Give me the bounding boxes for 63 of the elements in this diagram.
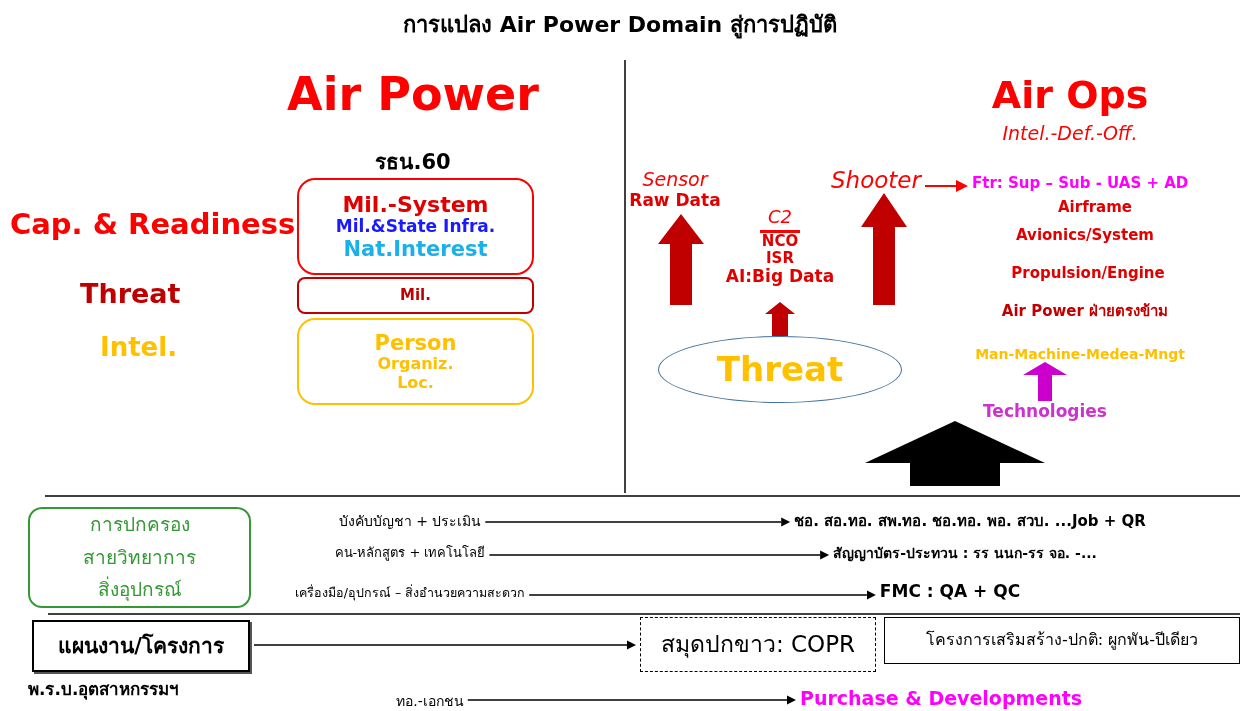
text-label: Airframe	[1058, 199, 1132, 217]
rounded-box	[28, 507, 251, 608]
document-box	[32, 620, 250, 672]
node-text: Sensor	[642, 169, 708, 192]
arrow	[924, 180, 968, 192]
box-text: แผนงาน/โครงการ	[58, 633, 224, 659]
text-label: Air Power ฝ่ายตรงข้าม	[1001, 303, 1169, 321]
box-text: Mil.&State Infra.	[335, 217, 496, 237]
box-text: Organiz.	[377, 355, 454, 374]
box-text: โครงการเสริมสร้าง-ปกติ: ผูกพัน-ปีเดียว	[926, 631, 1198, 650]
document-box	[884, 617, 1240, 664]
text-label: Intel.	[100, 333, 178, 363]
block-arrow	[865, 421, 1045, 486]
text-label: รธน.60	[375, 150, 451, 175]
arrow	[253, 640, 636, 650]
row-text: FMC : QA + QC	[879, 581, 1021, 601]
row-text: ชอ. สอ.ทอ. สพ.ทอ. ชอ.ทอ. พอ. สวบ. ...Job + QR	[794, 509, 1146, 533]
arrow	[488, 550, 830, 560]
box-text: Mil.-System	[342, 192, 489, 218]
text-label: Cap. & Readiness	[10, 208, 296, 242]
arrow-caption: Ftr: Sup – Sub - UAS + AD	[972, 174, 1189, 192]
row-text: บังคับบัญชา + ประเมิน	[338, 510, 482, 532]
box-text: Loc.	[397, 373, 434, 392]
block-arrow	[861, 193, 907, 305]
node-text: NCO	[761, 232, 799, 251]
box-text: Threat	[716, 349, 844, 390]
node-text: AI:Big Data	[725, 267, 835, 287]
node-text: C2	[760, 207, 800, 233]
block-arrow	[1023, 362, 1067, 401]
box-text: Person	[374, 331, 457, 356]
node-text: ISR	[766, 250, 794, 268]
arrow	[484, 517, 791, 527]
text-label: Propulsion/Engine	[1011, 265, 1165, 283]
box-text: สิ่งอุปกรณ์	[97, 578, 182, 601]
node-text: Raw Data	[629, 191, 721, 211]
box-text: การปกครอง	[89, 514, 190, 537]
text-label: พ.ร.บ.อุตสาหกรรมฯ	[28, 680, 180, 700]
dashed-box	[640, 617, 876, 672]
rounded-box	[297, 318, 534, 405]
row-text: Purchase & Developments	[800, 687, 1083, 709]
row-text: สัญญาบัตร-ประทวน : รร นนก-รร จอ. -...	[833, 542, 1097, 564]
rounded-box	[297, 178, 534, 275]
block-arrow	[658, 214, 704, 305]
block-arrow	[765, 302, 795, 336]
box-text: Nat.Interest	[343, 236, 488, 261]
arrow-caption: Shooter	[831, 167, 921, 193]
node-caption: Technologies	[983, 401, 1107, 421]
box-text: Mil.	[400, 286, 431, 305]
diagram-title: การแปลง Air Power Domain สู่การปฏิบัติ	[402, 12, 838, 38]
text-label: Air Power	[287, 68, 539, 121]
row-text: เครื่องมือ/อุปกรณ์ – สิ่งอำนวยความสะดวก	[294, 583, 526, 603]
text-label: Intel.-Def.-Off.	[1002, 123, 1138, 145]
row-text: คน-หลักสูตร + เทคโนโลยี	[334, 542, 486, 563]
rounded-box	[297, 277, 534, 314]
row-text: ทอ.-เอกชน	[396, 690, 464, 711]
text-label: Avionics/System	[1016, 227, 1154, 245]
arrow	[528, 590, 876, 600]
node-caption: Man-Machine-Medea-Mngt	[975, 346, 1185, 362]
text-label: Air Ops	[991, 74, 1149, 118]
box-text: สายวิทยาการ	[83, 546, 196, 569]
box-text: สมุดปกขาว: COPR	[660, 631, 856, 658]
text-label: Threat	[80, 278, 181, 310]
arrow	[467, 695, 796, 705]
